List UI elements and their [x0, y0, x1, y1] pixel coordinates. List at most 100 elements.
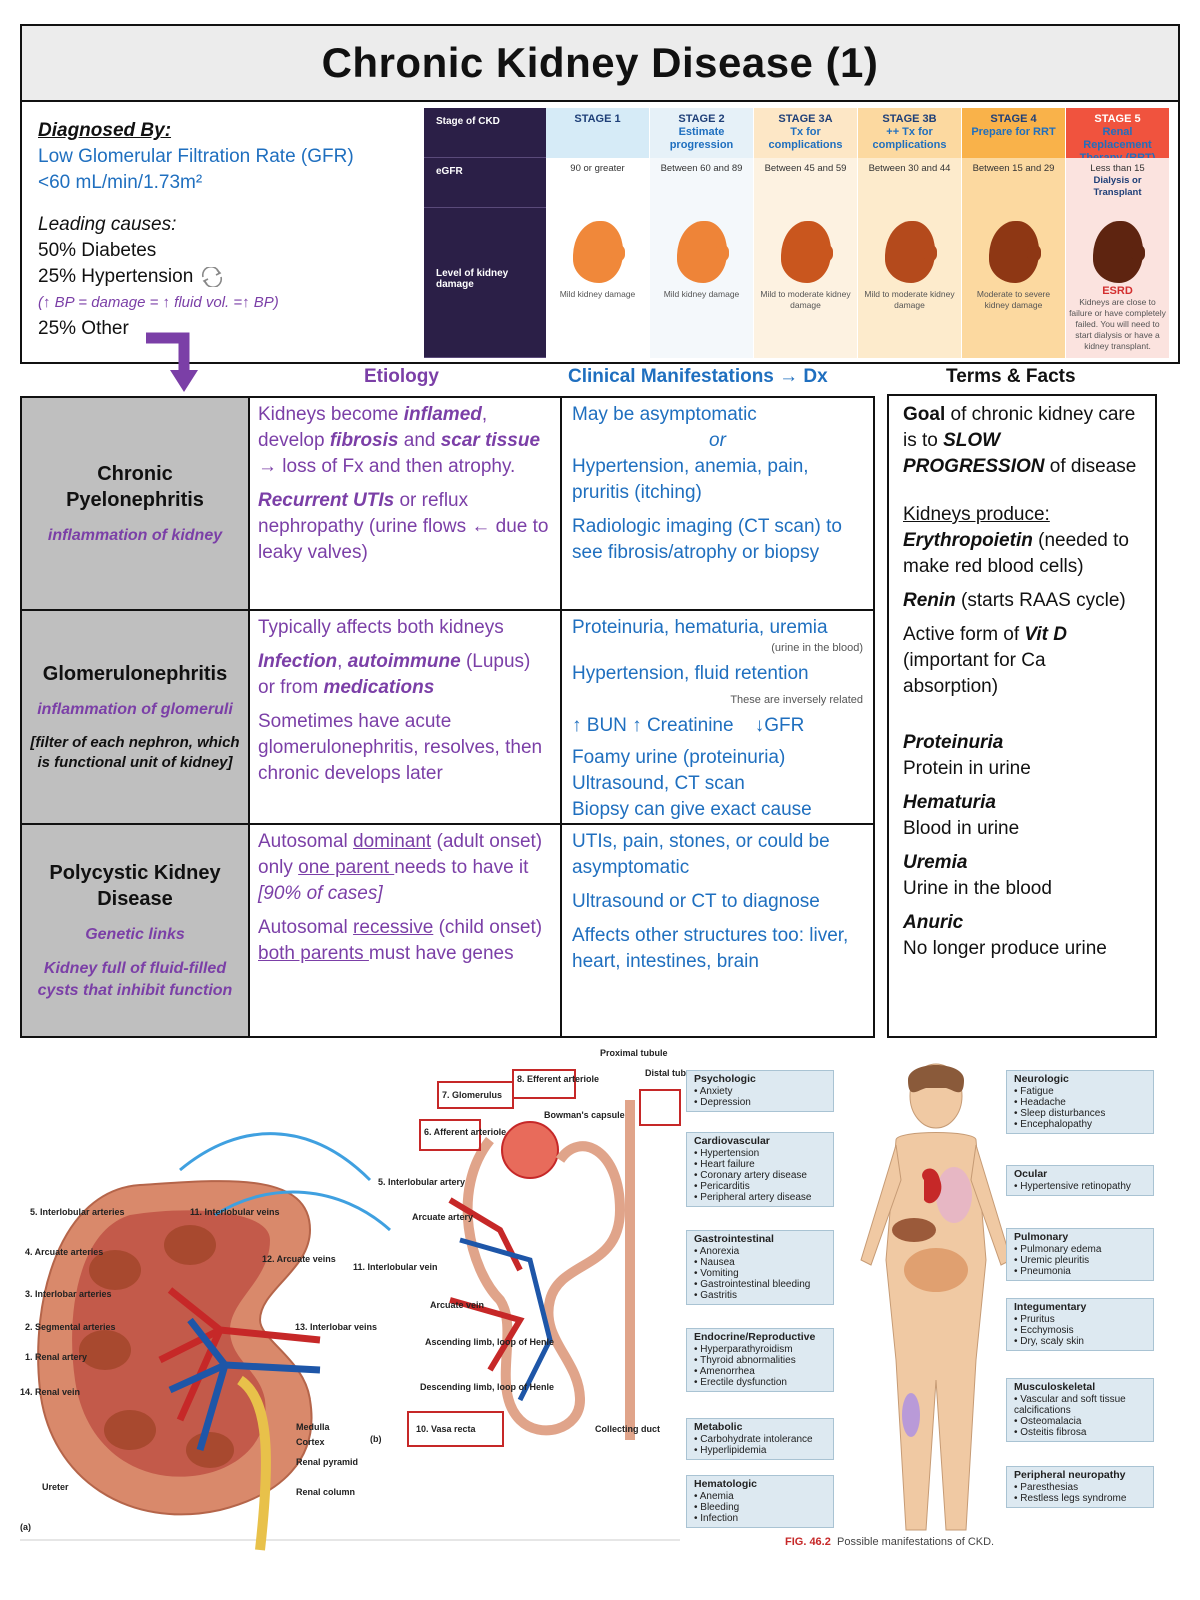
svg-text:13. Interlobar veins: 13. Interlobar veins — [295, 1322, 377, 1332]
cycle-icon — [201, 266, 222, 287]
manifestation-item: • Paresthesias — [1014, 1482, 1079, 1493]
causes-heading: Leading causes: — [38, 214, 177, 235]
svg-text:3. Interlobar arteries: 3. Interlobar arteries — [25, 1289, 112, 1299]
clinical-cell: UTIs, pain, stones, or could be asymptom… — [572, 831, 849, 972]
terms-facts-box: Goal of chronic kidney care is to SLOW P… — [887, 394, 1157, 1038]
manifestation-title: Metabolic — [694, 1421, 743, 1433]
manifestation-item: • Pruritus — [1014, 1314, 1055, 1325]
svg-text:14. Renal vein: 14. Renal vein — [20, 1387, 80, 1397]
stage-1-damage: Mild kidney damage — [546, 208, 650, 358]
manifestation-group: Psychologic• Anxiety• Depression — [686, 1070, 834, 1112]
diagnosis-text: Diagnosed By: Low Glomerular Filtration … — [38, 118, 428, 342]
def-hematuria: Blood in urine — [903, 818, 1020, 839]
kidneys-produce-heading: Kidneys produce: — [903, 504, 1050, 525]
gfr-line: Low Glomerular Filtration Rate (GFR) — [38, 146, 354, 167]
stage-4-egfr: Between 15 and 29 — [962, 158, 1066, 208]
title-banner: Chronic Kidney Disease (1) — [20, 24, 1180, 102]
svg-text:Medulla: Medulla — [296, 1422, 330, 1432]
manifestation-title: Psychologic — [694, 1073, 756, 1085]
term-uremia: Uremia — [903, 852, 968, 873]
down-arrow-icon — [146, 332, 198, 392]
manifestation-item: • Headache — [1014, 1097, 1066, 1108]
manifestation-item: • Gastrointestinal bleeding — [694, 1279, 811, 1290]
damage-row-header: Level of kidney damage — [424, 208, 546, 358]
kidney-icon — [1092, 221, 1145, 283]
svg-text:(a): (a) — [20, 1522, 31, 1532]
manifestation-item: • Coronary artery disease — [694, 1170, 807, 1181]
manifestation-item: • Ecchymosis — [1014, 1325, 1074, 1336]
kidney-icon — [676, 221, 729, 283]
stage-row-header: Stage of CKD — [424, 108, 546, 158]
manifestation-title: Hematologic — [694, 1478, 758, 1490]
manifestation-group: Gastrointestinal• Anorexia• Nausea• Vomi… — [686, 1230, 834, 1305]
stage-5-damage: ESRD Kidneys are close to failure or hav… — [1066, 208, 1170, 358]
svg-text:Arcuate vein: Arcuate vein — [430, 1300, 484, 1310]
svg-text:Collecting duct: Collecting duct — [595, 1424, 660, 1434]
gfr-threshold: <60 mL/min/1.73m² — [38, 172, 203, 193]
svg-text:Arcuate artery: Arcuate artery — [412, 1212, 473, 1222]
stage-2-egfr: Between 60 and 89 — [650, 158, 754, 208]
stage-4-damage: Moderate to severe kidney damage — [962, 208, 1066, 358]
hypertension-cycle-note: (↑ BP = damage = ↑ fluid vol. =↑ BP) — [38, 294, 279, 311]
table-row: Glomerulonephritis inflammation of glome… — [22, 611, 873, 825]
term-anuric: Anuric — [903, 912, 964, 933]
manifestation-item: • Uremic pleuritis — [1014, 1255, 1090, 1266]
diagnosis-section: Diagnosed By: Low Glomerular Filtration … — [20, 102, 1180, 364]
etiology-cell: Autosomal dominant (adult onset) only on… — [250, 825, 562, 1036]
manifestation-item: • Depression — [694, 1097, 751, 1108]
stage-3b-header: STAGE 3B++ Tx for complications — [858, 108, 962, 158]
stage-1-egfr: 90 or greater — [546, 158, 650, 208]
manifestation-group: Endocrine/Reproductive• Hyperparathyroid… — [686, 1328, 834, 1392]
manifestation-group: Pulmonary• Pulmonary edema• Uremic pleur… — [1006, 1228, 1154, 1281]
clinical-heading: Clinical Manifestations → Dx — [568, 366, 828, 387]
cause-hypertension-row: 25% Hypertension — [38, 264, 428, 290]
manifestation-item: • Dry, scaly skin — [1014, 1336, 1084, 1347]
manifestation-item: • Nausea — [694, 1257, 735, 1268]
manifestation-title: Neurologic — [1014, 1073, 1069, 1085]
manifestation-group: Cardiovascular• Hypertension• Heart fail… — [686, 1132, 834, 1207]
terms-heading: Terms & Facts — [946, 366, 1076, 387]
stage-2-damage: Mild kidney damage — [650, 208, 754, 358]
manifestation-title: Pulmonary — [1014, 1231, 1069, 1243]
svg-text:Bowman's capsule: Bowman's capsule — [544, 1110, 625, 1120]
manifestation-item: • Erectile dysfunction — [694, 1377, 787, 1388]
manifestation-title: Integumentary — [1014, 1301, 1087, 1313]
manifestation-item: • Amenorrhea — [694, 1366, 755, 1377]
manifestation-item: • Hyperlipidemia — [694, 1445, 767, 1456]
svg-text:10. Vasa recta: 10. Vasa recta — [416, 1424, 477, 1434]
stage-3b-damage: Mild to moderate kidney damage — [858, 208, 962, 358]
disease-table: Chronic Pyelonephritis inflammation of k… — [20, 396, 875, 1038]
manifestation-item: • Heart failure — [694, 1159, 755, 1170]
manifestation-group: Hematologic• Anemia• Bleeding• Infection — [686, 1475, 834, 1528]
kidney-icon — [780, 221, 833, 283]
term-hematuria: Hematuria — [903, 792, 996, 813]
svg-text:1. Renal artery: 1. Renal artery — [25, 1352, 87, 1362]
figure-caption: FIG. 46.2 Possible manifestations of CKD… — [785, 1536, 995, 1548]
svg-text:5. Interlobular artery: 5. Interlobular artery — [378, 1177, 465, 1187]
manifestation-item: • Osteitis fibrosa — [1014, 1427, 1087, 1438]
manifestation-item: • Osteomalacia — [1014, 1416, 1082, 1427]
goal-text: Goal of chronic kidney care is to SLOW P… — [903, 404, 1137, 477]
kidney-icon — [572, 221, 625, 283]
kidney-icon — [988, 221, 1041, 283]
cause-diabetes: 50% Diabetes — [38, 240, 157, 261]
manifestation-item: • Hypertension — [694, 1148, 760, 1159]
stage-3a-egfr: Between 45 and 59 — [754, 158, 858, 208]
manifestation-item: • Infection — [694, 1513, 739, 1524]
manifestation-group: Peripheral neuropathy• Paresthesias• Res… — [1006, 1466, 1154, 1508]
kidney-icon — [884, 221, 937, 283]
fact-vitd: Active form of Vit D (important for Ca a… — [903, 624, 1067, 697]
cause-hypertension: 25% Hypertension — [38, 266, 194, 287]
manifestation-item: • Gastritis — [694, 1290, 737, 1301]
manifestation-item: • Pulmonary edema — [1014, 1244, 1102, 1255]
svg-text:Cortex: Cortex — [296, 1437, 325, 1447]
svg-text:Renal column: Renal column — [296, 1487, 355, 1497]
svg-text:Descending limb, loop of Henle: Descending limb, loop of Henle — [420, 1382, 554, 1392]
manifestation-item: • Carbohydrate intolerance — [694, 1434, 813, 1445]
svg-text:Ureter: Ureter — [42, 1482, 69, 1492]
manifestation-item: • Anxiety — [694, 1086, 733, 1097]
